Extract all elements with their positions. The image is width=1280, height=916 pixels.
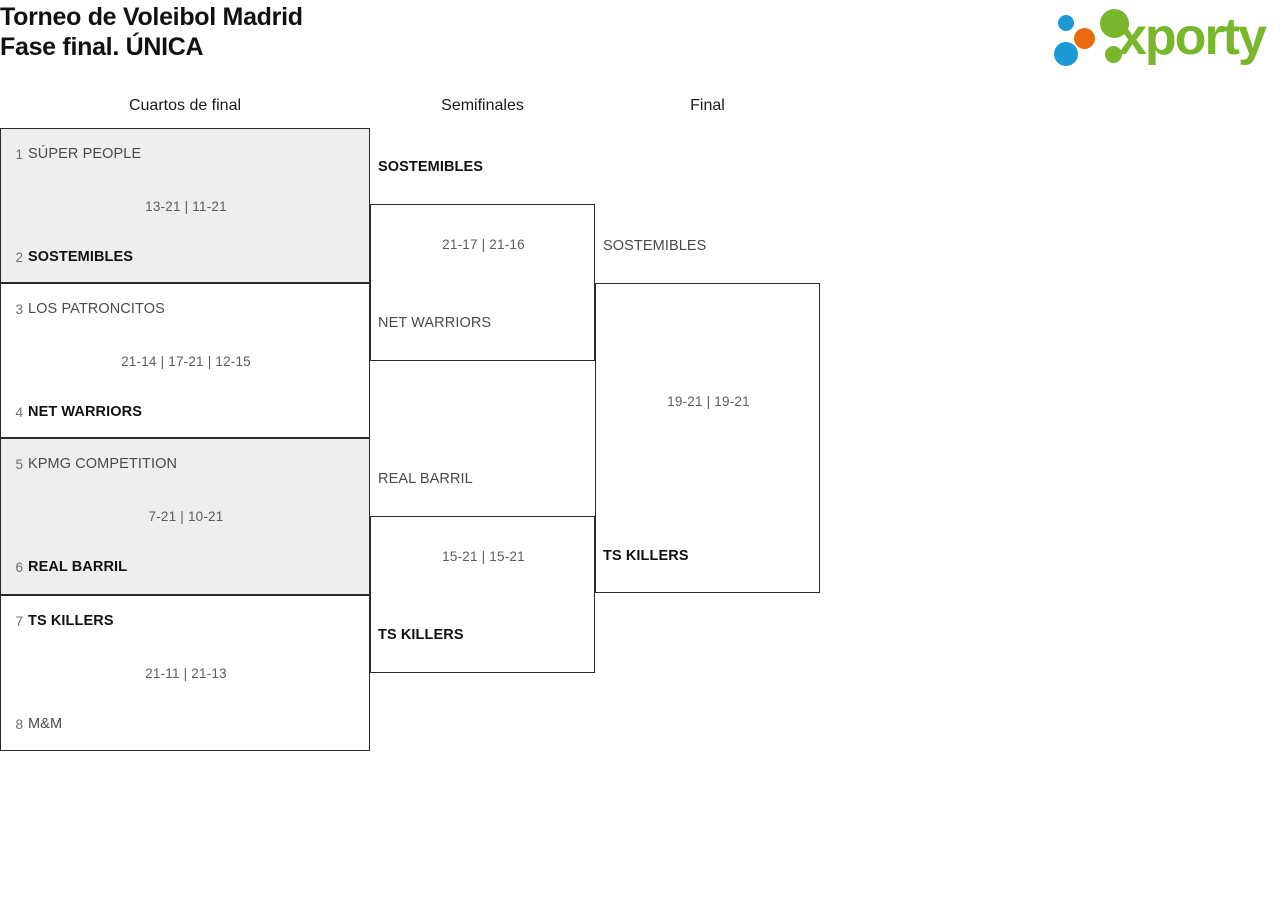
team-name: SOSTEMIBLES	[603, 238, 707, 254]
team-name: NET WARRIORS	[378, 315, 492, 331]
match-score: 21-17 | 21-16	[442, 237, 525, 252]
seed-number: 8	[15, 717, 23, 732]
team-name: M&M	[28, 716, 63, 732]
team-name: REAL BARRIL	[28, 559, 128, 575]
seed-number: 4	[15, 405, 23, 420]
match-score: 19-21 | 19-21	[667, 394, 750, 409]
xporty-logo: xporty	[1050, 4, 1276, 68]
logo-dot-green-large-icon	[1100, 9, 1129, 38]
team-name: TS KILLERS	[378, 627, 464, 643]
seed-number: 2	[15, 250, 23, 265]
match-box-quarterfinal-1[interactable]: 1 SÚPER PEOPLE 13-21 | 11-21 2 SOSTEMIBL…	[0, 128, 370, 283]
team-name: REAL BARRIL	[378, 471, 473, 487]
seed-number: 5	[15, 457, 23, 472]
logo-dot-orange-icon	[1074, 28, 1095, 49]
logo-wordmark: xporty	[1118, 8, 1267, 66]
match-box-quarterfinal-4[interactable]: 7 TS KILLERS 21-11 | 21-13 8 M&M	[0, 595, 370, 751]
team-name: TS KILLERS	[28, 613, 114, 629]
round-header-semifinals: Semifinales	[441, 97, 524, 114]
match-score: 13-21 | 11-21	[145, 199, 227, 214]
match-box-quarterfinal-3[interactable]: 5 KPMG COMPETITION 7-21 | 10-21 6 REAL B…	[0, 438, 370, 595]
team-name: KPMG COMPETITION	[28, 456, 178, 472]
team-name: SOSTEMIBLES	[28, 249, 134, 265]
logo-dot-blue-small-icon	[1058, 15, 1074, 31]
team-name: LOS PATRONCITOS	[28, 301, 165, 317]
match-score: 15-21 | 15-21	[442, 549, 525, 564]
match-box-semifinal-2[interactable]: REAL BARRIL 15-21 | 15-21 TS KILLERS	[370, 471, 595, 673]
match-box-final[interactable]: SOSTEMIBLES 19-21 | 19-21 TS KILLERS	[595, 238, 820, 593]
match-score: 21-14 | 17-21 | 12-15	[121, 354, 251, 369]
team-name: NET WARRIORS	[28, 404, 142, 420]
team-name: TS KILLERS	[603, 548, 689, 564]
match-box-quarterfinal-2[interactable]: 3 LOS PATRONCITOS 21-14 | 17-21 | 12-15 …	[0, 283, 370, 438]
seed-number: 1	[15, 147, 23, 162]
seed-number: 6	[15, 560, 23, 575]
logo-dot-blue-large-icon	[1054, 42, 1078, 66]
match-box-semifinal-1[interactable]: SOSTEMIBLES 21-17 | 21-16 NET WARRIORS	[370, 159, 595, 361]
match-score: 21-11 | 21-13	[145, 666, 227, 681]
round-header-final: Final	[690, 97, 725, 114]
team-name: SOSTEMIBLES	[378, 159, 484, 175]
match-score: 7-21 | 10-21	[148, 509, 224, 524]
seed-number: 7	[15, 614, 23, 629]
page-title: Torneo de Voleibol Madrid Fase final. ÚN…	[0, 3, 303, 61]
seed-number: 3	[15, 302, 23, 317]
round-header-quarterfinals: Cuartos de final	[128, 97, 242, 114]
team-name: SÚPER PEOPLE	[28, 146, 142, 162]
logo-dot-green-small-icon	[1105, 46, 1122, 63]
